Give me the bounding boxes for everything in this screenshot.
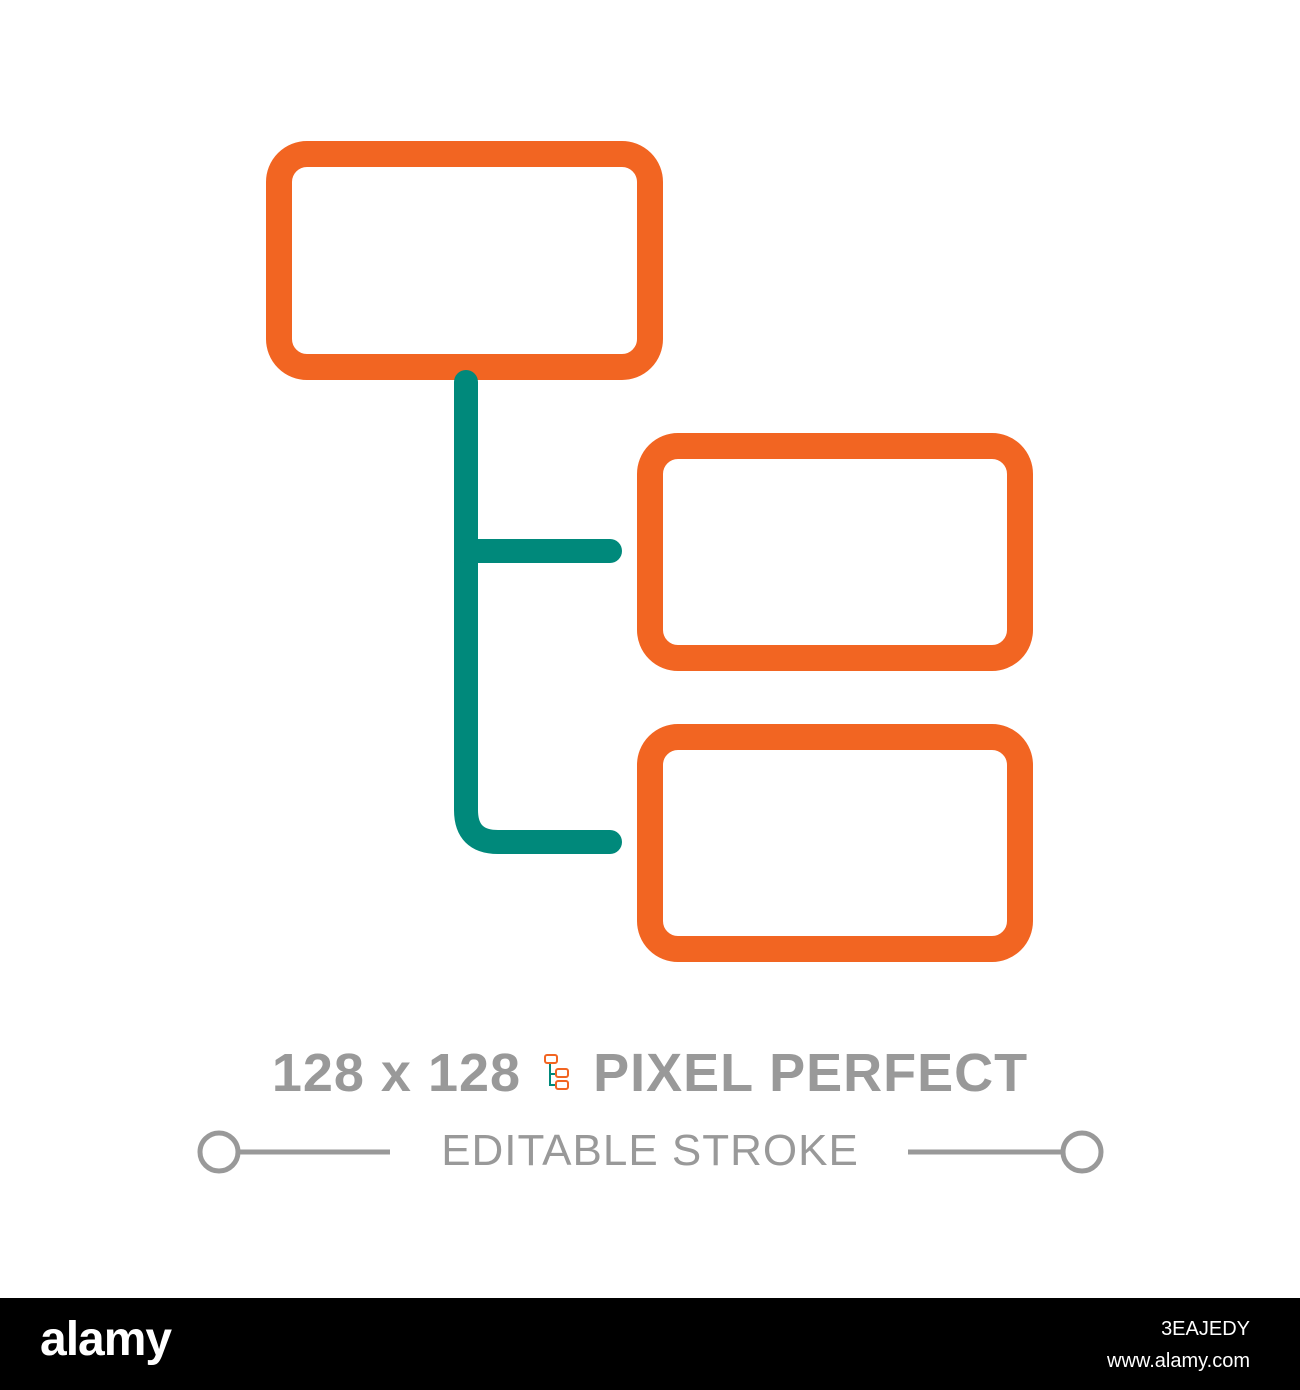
stroke-handle-right-icon (908, 1130, 1104, 1174)
footer-bar: alamy 3EAJEDY www.alamy.com (0, 1298, 1300, 1390)
child-node-box-lower (637, 724, 1033, 962)
mini-hierarchy-icon (544, 1054, 570, 1090)
size-caption: 128 x 128 PIXEL PERFECT (0, 1038, 1300, 1108)
pixel-perfect-text: PIXEL PERFECT (593, 1043, 1029, 1103)
connector-trunk (454, 370, 622, 854)
editable-stroke-caption: EDITABLE STROKE (0, 1120, 1300, 1184)
site-url: www.alamy.com (1107, 1350, 1250, 1372)
image-id: 3EAJEDY (1161, 1318, 1250, 1340)
root-node-box (266, 141, 663, 380)
editable-stroke-text: EDITABLE STROKE (441, 1126, 859, 1175)
hierarchy-tree-icon (266, 141, 1033, 962)
brand-logo: alamy (40, 1313, 172, 1366)
child-node-box-upper (637, 433, 1033, 671)
stroke-handle-left-icon (197, 1130, 390, 1174)
size-text: 128 x 128 (271, 1043, 522, 1103)
